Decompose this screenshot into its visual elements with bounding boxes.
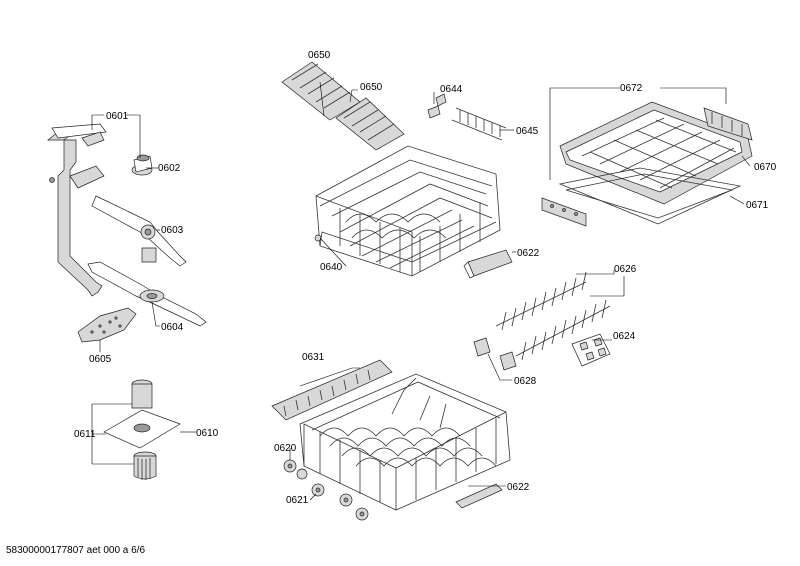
callout-0650-a: 0650	[308, 50, 331, 61]
callout-0622-lower: 0622	[507, 482, 530, 493]
callout-0672: 0672	[620, 83, 643, 94]
callout-0602: 0602	[158, 163, 181, 174]
callout-0611: 0611	[74, 429, 96, 440]
tine-rows-0626	[495, 271, 611, 361]
callout-0620: 0620	[274, 443, 297, 454]
callout-0605: 0605	[89, 354, 112, 365]
document-footer: 58300000177807 aet 000 a 6/6	[6, 545, 146, 556]
cutlery-holders-0650	[281, 61, 405, 151]
callout-0644: 0644	[440, 84, 463, 95]
leader-lines	[91, 81, 751, 501]
upper-basket	[314, 145, 501, 277]
lower-basket	[299, 373, 511, 511]
cover-0622-lower	[455, 483, 503, 509]
spray-arm-assembly	[47, 123, 207, 343]
callout-0640: 0640	[320, 262, 343, 273]
callout-0645: 0645	[516, 126, 539, 137]
callout-0671: 0671	[746, 200, 769, 211]
callout-0622-upper: 0622	[517, 248, 540, 259]
callout-0628: 0628	[514, 376, 537, 387]
cutlery-rack-0672	[559, 101, 753, 205]
callout-0670: 0670	[754, 162, 777, 173]
cover-0622-upper	[463, 249, 513, 279]
wheels-0620-0621	[283, 459, 369, 521]
rails-0671	[541, 167, 742, 227]
filter-assembly	[103, 379, 181, 480]
callout-0601: 0601	[106, 111, 129, 122]
callout-0603: 0603	[161, 225, 184, 236]
holders-0624	[571, 333, 611, 367]
callout-0610: 0610	[196, 428, 219, 439]
cutlery-holder-0631	[271, 359, 393, 421]
callout-0626: 0626	[614, 264, 637, 275]
callout-labels: 0601 0602 0603 0604 0605 0610 0611 0620 …	[74, 50, 777, 506]
callout-0604: 0604	[161, 322, 184, 333]
holders-0644-0645	[427, 93, 507, 141]
callout-0621: 0621	[286, 495, 309, 506]
callout-0650-b: 0650	[360, 82, 383, 93]
callout-0624: 0624	[613, 331, 636, 342]
callout-0631: 0631	[302, 352, 325, 363]
clips-0628	[473, 337, 517, 371]
